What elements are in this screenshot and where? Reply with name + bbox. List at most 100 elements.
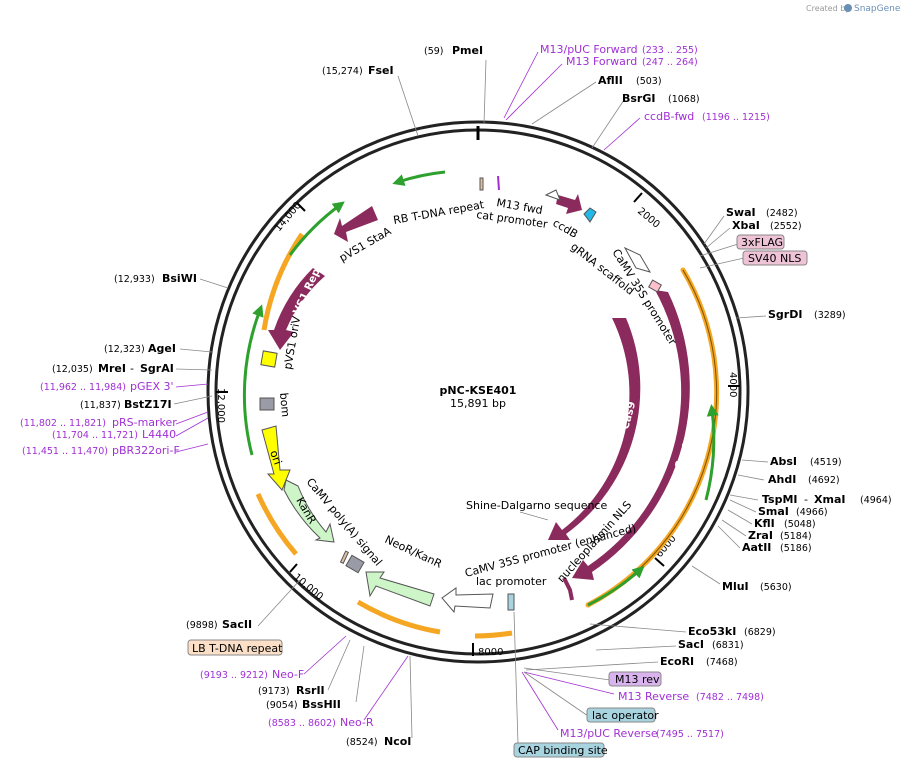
site-aflii[interactable]: AflII: [598, 74, 623, 87]
site-pos: (9898): [186, 620, 218, 631]
site-pos: (9054): [266, 700, 298, 711]
primer-range: (9193 .. 9212): [200, 670, 268, 681]
site-pos: (5048): [784, 519, 816, 530]
site-bsiwi[interactable]: BsiWI: [162, 272, 197, 285]
site-smai[interactable]: SmaI: [758, 505, 789, 518]
primer-range: (11,962 .. 11,984): [40, 382, 126, 393]
lb-repeat-box: [339, 550, 350, 564]
site-sacii[interactable]: SacII: [222, 618, 252, 631]
site-pos: (8524): [346, 737, 378, 748]
site-fsei[interactable]: FseI: [368, 64, 394, 77]
rb-repeat-box: [479, 177, 484, 191]
plasmid-size: 15,891 bp: [450, 397, 506, 410]
cas9-inner-arrow: [548, 318, 641, 540]
site-pos: (9173): [258, 686, 290, 697]
site-pos: (4519): [810, 457, 842, 468]
right-sites: AflII (503) BsrGI (1068) SwaI (2482) Xba…: [525, 74, 892, 671]
staa-arrow: [334, 206, 378, 242]
primer-pbr322ori-f[interactable]: pBR322ori-F: [112, 444, 180, 457]
site-tspmi[interactable]: TspMI: [762, 493, 798, 506]
site-pmei[interactable]: PmeI: [452, 44, 483, 57]
site-sgrai[interactable]: SgrAI: [140, 362, 174, 375]
site-pos: (1068): [668, 94, 700, 105]
neokan-arrow: [365, 571, 435, 607]
site-pos: (4966): [796, 507, 828, 518]
tick-10000: 10,000: [291, 572, 325, 603]
tick-4000: 4000: [727, 372, 738, 397]
primer-range: (11,802 .. 11,821): [20, 418, 106, 429]
primer-l4440[interactable]: L4440: [142, 428, 176, 441]
plasmid-name: pNC-KSE401: [440, 384, 517, 397]
primer-neo-f[interactable]: Neo-F: [272, 668, 304, 681]
primer-range: (11,704 .. 11,721): [52, 430, 138, 441]
site-pos: (12,035): [52, 364, 93, 375]
site-pos: (4964): [860, 495, 892, 506]
primer-m13-fwd[interactable]: M13 Forward: [566, 55, 637, 68]
svg-text:-: -: [130, 362, 134, 375]
site-pos: (2482): [766, 208, 798, 219]
site-pos: (59): [424, 46, 444, 57]
site-pos: (12,323): [104, 344, 145, 355]
primer-pgex3[interactable]: pGEX 3': [130, 380, 174, 393]
site-agei[interactable]: AgeI: [148, 342, 176, 355]
site-pos: (12,933): [114, 274, 155, 285]
lac-promoter-label: lac promoter: [476, 575, 547, 588]
site-aatii[interactable]: AatII: [742, 541, 771, 554]
site-bsshii[interactable]: BssHII: [302, 698, 341, 711]
neokan-label: NeoR/KanR: [383, 533, 445, 571]
primer-range: (8583 .. 8602): [268, 718, 336, 729]
primer-m13puc-reverse[interactable]: M13/pUC Reverse: [560, 727, 658, 740]
site-ahdi[interactable]: AhdI: [768, 473, 796, 486]
lb-repeat-box-label[interactable]: [187, 639, 283, 656]
site-sgrdi[interactable]: SgrDI: [768, 308, 802, 321]
primer-m13puc-fwd[interactable]: M13/pUC Forward: [540, 43, 638, 56]
primers: M13/pUC Forward (233 .. 255) M13 Forward…: [20, 43, 770, 740]
site-pos: (11,837): [80, 400, 121, 411]
site-rsrii[interactable]: RsrII: [296, 684, 325, 697]
backbone-outer-ring: [206, 120, 750, 664]
sv40-nls-box[interactable]: [742, 250, 808, 266]
primer-range: (1196 .. 1215): [702, 112, 770, 123]
site-mrei[interactable]: MreI: [98, 362, 126, 375]
site-xmai[interactable]: XmaI: [814, 493, 845, 506]
site-pos: (5184): [780, 531, 812, 542]
created-by-text: Created by: [806, 4, 850, 13]
kanr-arrow: [283, 479, 335, 543]
primer-prs-marker[interactable]: pRS-marker: [112, 416, 177, 429]
primer-ccdb-fwd[interactable]: ccdB-fwd: [644, 110, 694, 123]
m13-rev-box[interactable]: [608, 671, 662, 687]
lac-operator-box-label[interactable]: [586, 707, 656, 723]
pvs1-oriv-box: [260, 350, 278, 368]
site-ecori[interactable]: EcoRI: [660, 655, 694, 668]
ccdb-marker: [583, 207, 597, 223]
site-saci[interactable]: SacI: [678, 638, 704, 651]
site-mlui[interactable]: MluI: [722, 580, 749, 593]
site-bsrgi[interactable]: BsrGI: [622, 92, 655, 105]
left-sites: (59) PmeI (15,274) FseI (12,933) BsiWI (…: [52, 44, 487, 748]
polya-box: [345, 554, 365, 574]
bom-box: [259, 397, 275, 411]
site-pos: (7468): [706, 657, 738, 668]
cas9-end-arrow: [562, 577, 574, 601]
primer-m13-reverse[interactable]: M13 Reverse: [618, 690, 689, 703]
site-eco53ki[interactable]: Eco53kI: [688, 625, 736, 638]
site-ncoi[interactable]: NcoI: [384, 735, 411, 748]
site-kfli[interactable]: KflI: [754, 517, 775, 530]
site-swai[interactable]: SwaI: [726, 206, 756, 219]
site-bstz17i[interactable]: BstZ17I: [124, 398, 172, 411]
site-zrai[interactable]: ZraI: [748, 529, 773, 542]
primer-neo-r[interactable]: Neo-R: [340, 716, 374, 729]
primer-range: (7495 .. 7517): [656, 729, 724, 740]
site-xbai[interactable]: XbaI: [732, 219, 760, 232]
cap-binding-box[interactable]: [513, 742, 605, 758]
bom-label: bom: [277, 392, 292, 417]
primer-range: (7482 .. 7498): [696, 692, 764, 703]
flag-box[interactable]: [736, 234, 785, 250]
lac-promoter-arrow: [441, 587, 494, 614]
svg-text:-: -: [804, 493, 808, 506]
site-pos: (5630): [760, 582, 792, 593]
primer-range: (233 .. 255): [642, 45, 698, 56]
rb-repeat-label: RB T-DNA repeat: [392, 198, 485, 227]
site-absi[interactable]: AbsI: [770, 455, 797, 468]
